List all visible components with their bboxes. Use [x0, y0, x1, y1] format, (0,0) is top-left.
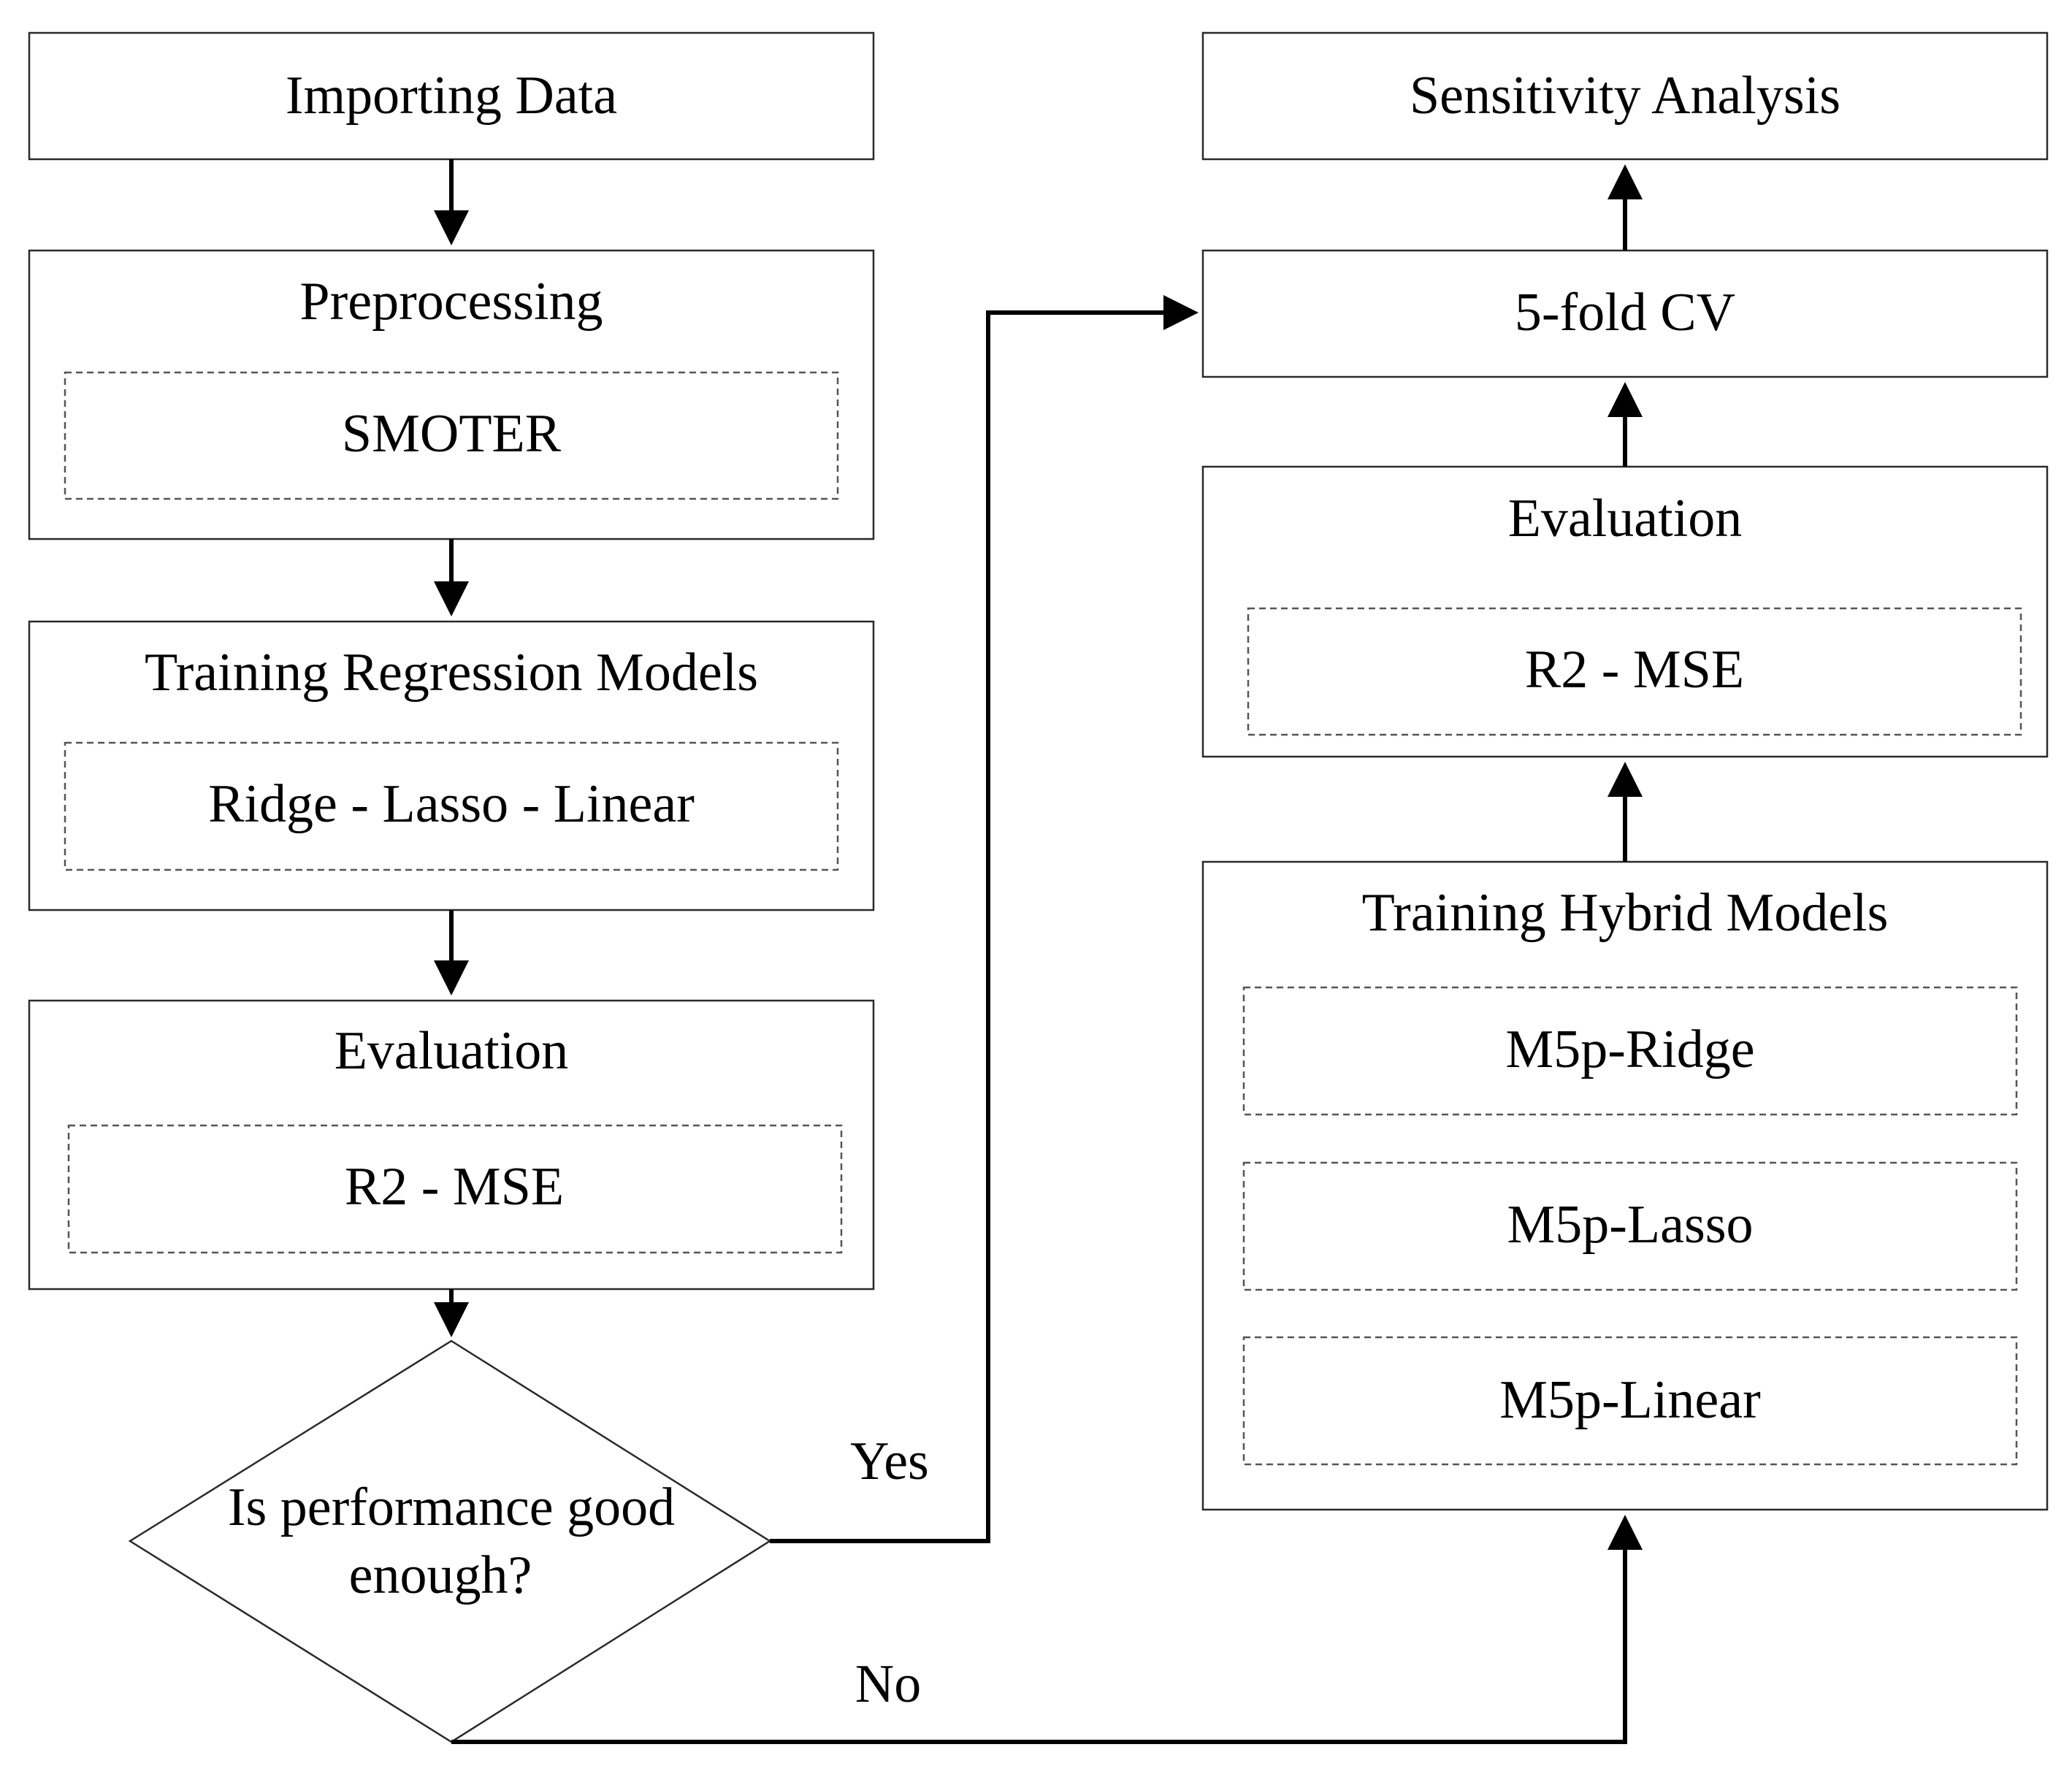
- training-hybrid-title: Training Hybrid Models: [1362, 883, 1889, 943]
- cross-validation-step: 5-fold CV: [1201, 249, 2049, 378]
- regression-models-label: Ridge - Lasso - Linear: [208, 774, 695, 834]
- importing-data-step: Importing Data: [28, 31, 875, 161]
- sensitivity-analysis-label: Sensitivity Analysis: [1410, 66, 1840, 126]
- training-hybrid-step: Training Hybrid Models M5p-Ridge M5p-Las…: [1201, 860, 2049, 1511]
- sensitivity-analysis-step: Sensitivity Analysis: [1201, 31, 2049, 161]
- yes-label: Yes: [850, 1431, 929, 1491]
- hybrid-model-label: M5p-Linear: [1499, 1370, 1761, 1430]
- no-branch-arrow: [451, 1515, 1643, 1744]
- training-regression-title: Training Regression Models: [145, 643, 758, 703]
- importing-data-label: Importing Data: [286, 66, 617, 126]
- evaluation-step-left: Evaluation R2 - MSE: [28, 999, 875, 1291]
- hybrid-model-box: [1242, 986, 2018, 1116]
- performance-decision: Is performance good enough?: [128, 1339, 772, 1743]
- hybrid-model-box: [1242, 1336, 2018, 1466]
- metrics-box-right: [1247, 607, 2022, 736]
- hybrid-model-box: [1242, 1161, 2018, 1291]
- hybrid-model-label: M5p-Ridge: [1505, 1020, 1754, 1079]
- preprocessing-step: Preprocessing SMOTER: [28, 249, 875, 540]
- metrics-label-right: R2 - MSE: [1525, 640, 1744, 700]
- no-label: No: [855, 1654, 921, 1714]
- yes-branch-arrow: [770, 295, 1199, 1543]
- smoter-label: SMOTER: [342, 404, 562, 464]
- metrics-label-left: R2 - MSE: [345, 1157, 564, 1217]
- metrics-box-left: [67, 1124, 843, 1254]
- decision-question-line1: Is performance good: [228, 1478, 675, 1537]
- evaluation-title-left: Evaluation: [334, 1021, 569, 1081]
- training-regression-step: Training Regression Models Ridge - Lasso…: [28, 620, 875, 911]
- regression-models-box: [64, 741, 839, 871]
- cross-validation-label: 5-fold CV: [1515, 283, 1735, 343]
- evaluation-title-right: Evaluation: [1508, 489, 1743, 548]
- decision-question-line2: enough?: [349, 1545, 532, 1605]
- smoter-box: [64, 371, 839, 500]
- evaluation-step-right: Evaluation R2 - MSE: [1201, 465, 2049, 758]
- preprocessing-title: Preprocessing: [299, 272, 603, 332]
- hybrid-model-label: M5p-Lasso: [1507, 1195, 1753, 1255]
